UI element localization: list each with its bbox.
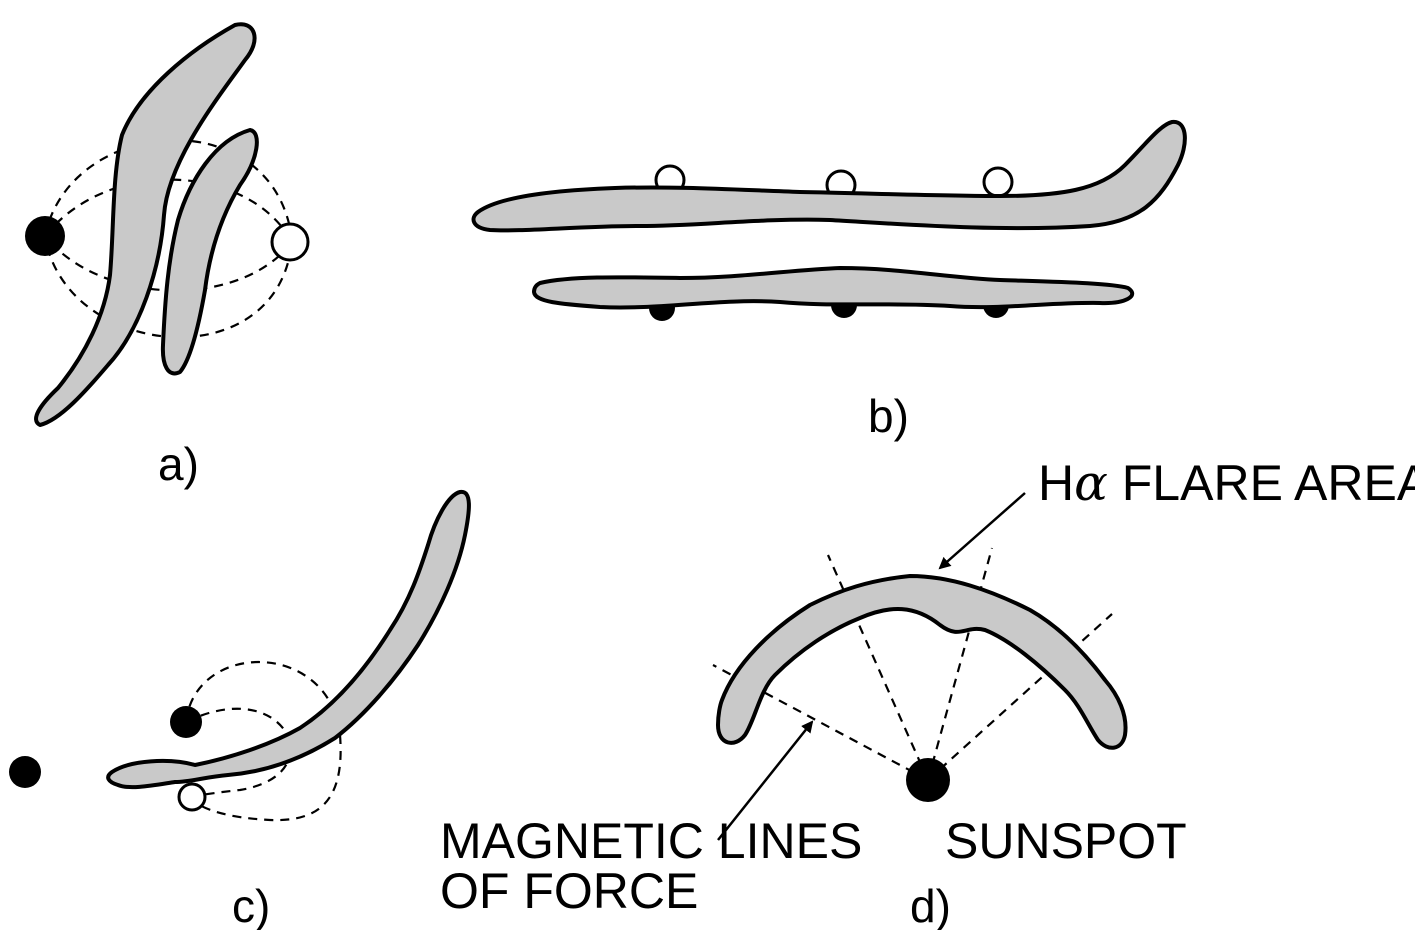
flare-area-alpha: α xyxy=(1074,454,1108,512)
flare-area-suffix: FLARE AREA xyxy=(1108,455,1415,511)
panel-a: a) xyxy=(25,24,308,490)
flare-ribbon xyxy=(108,492,469,787)
magnetic-lines-label-line1: MAGNETIC LINES xyxy=(440,813,862,869)
panel-c: c) xyxy=(9,492,469,930)
positive-spot xyxy=(984,168,1012,196)
positive-spot xyxy=(179,784,205,810)
flare-area-arrow xyxy=(940,493,1025,568)
negative-spot-outer xyxy=(9,756,41,788)
flare-ribbon-lower xyxy=(534,268,1132,307)
flare-area-label: Hα FLARE AREA xyxy=(1038,454,1415,512)
positive-spot xyxy=(272,224,308,260)
sunspot-label: SUNSPOT xyxy=(945,813,1187,869)
flare-ribbon-arc xyxy=(718,576,1126,748)
panel-b-label: b) xyxy=(868,390,909,442)
flare-area-prefix: H xyxy=(1038,455,1074,511)
panel-b: b) xyxy=(474,122,1185,442)
panel-d-label: d) xyxy=(910,880,951,930)
sunspot-dot xyxy=(906,758,950,802)
panel-c-label: c) xyxy=(232,880,270,930)
panel-d: Hα FLARE AREA MAGNETIC LINES OF FORCE SU… xyxy=(440,454,1415,930)
negative-spot xyxy=(170,706,202,738)
panel-a-label: a) xyxy=(158,438,199,490)
magnetic-lines-label-line2: OF FORCE xyxy=(440,863,698,919)
negative-spot xyxy=(25,216,65,256)
